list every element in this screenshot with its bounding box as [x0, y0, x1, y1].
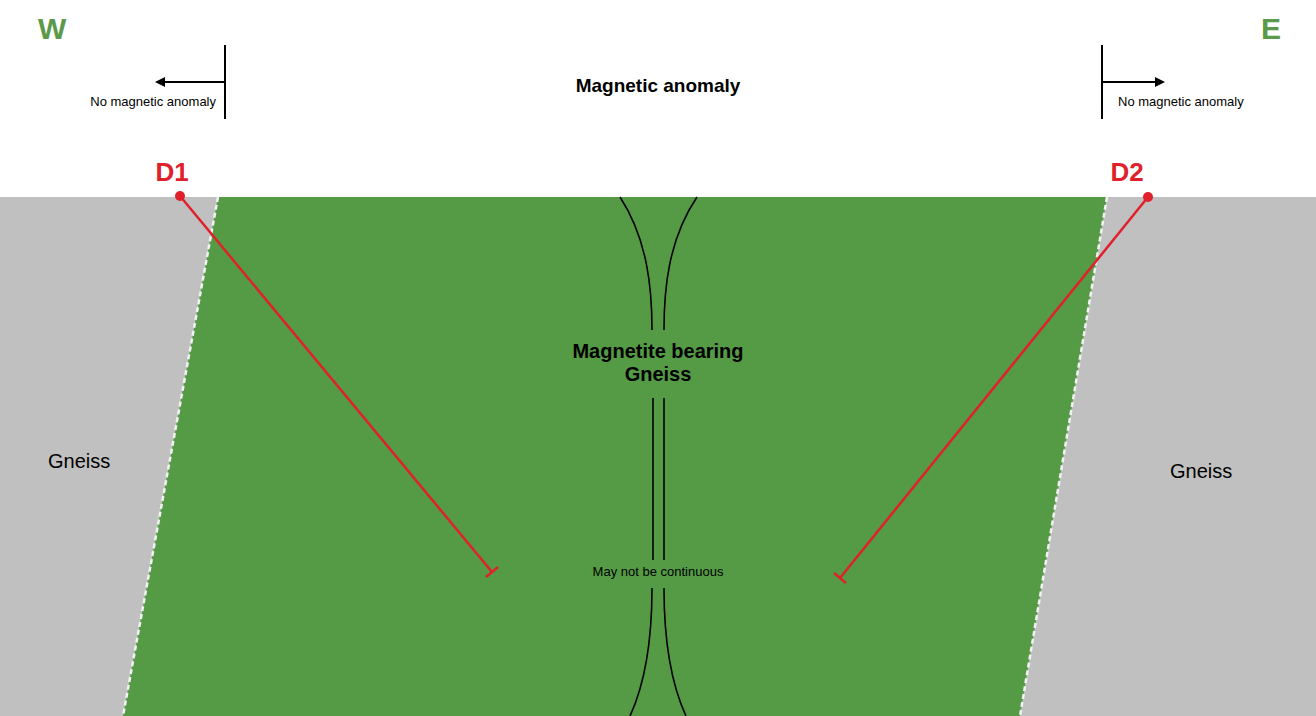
rock-unit: Magnetite bearing GneissMay not be conti…	[123, 197, 1107, 716]
lens-curve	[664, 588, 686, 716]
unit-label: Gneiss	[48, 450, 110, 473]
drill-collar	[175, 191, 185, 201]
contact-dashed	[123, 197, 218, 716]
extent-arrow	[1102, 81, 1158, 83]
rock-unit: Gneiss	[1020, 197, 1316, 716]
extent-note: No magnetic anomaly	[90, 95, 216, 110]
lens-curve	[664, 197, 697, 330]
anomaly-extent	[155, 45, 1165, 119]
drill-end	[834, 573, 846, 583]
unit-label: Magnetite bearing Gneiss	[558, 340, 758, 386]
anomaly-title: Magnetic anomaly	[576, 75, 741, 97]
drill-collar	[1143, 192, 1153, 202]
magnetite-band	[123, 197, 1107, 716]
drill-end	[486, 567, 498, 577]
arrow-head	[1155, 77, 1165, 87]
compass-letter: E	[1261, 12, 1281, 47]
drill-trace	[180, 196, 492, 572]
contact-dashed	[1020, 197, 1107, 716]
compass-letter: W	[38, 12, 66, 47]
rock-unit: Gneiss	[0, 197, 218, 716]
lens-curve	[652, 398, 654, 560]
lens-curve	[663, 398, 665, 560]
drill-hole-name: D1	[155, 158, 188, 188]
note-label: May not be continuous	[593, 565, 724, 580]
arrow-head	[155, 77, 165, 87]
lens-curve	[620, 197, 652, 330]
gneiss-ground	[0, 197, 1316, 716]
lens-curve	[630, 588, 652, 716]
drill-holes	[175, 191, 1153, 583]
unit-label: Gneiss	[1170, 460, 1232, 483]
drill-hole-name: D2	[1110, 158, 1143, 188]
extent-arrow	[162, 81, 225, 83]
extent-note: No magnetic anomaly	[1118, 95, 1244, 110]
lens-outline	[620, 197, 697, 716]
drill-trace	[840, 197, 1148, 578]
